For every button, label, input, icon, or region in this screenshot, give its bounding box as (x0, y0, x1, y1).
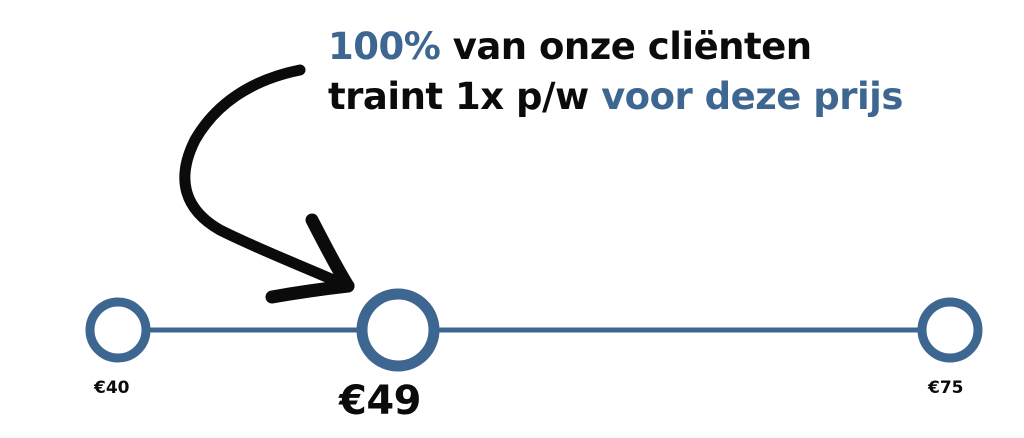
headline: 100% van onze cliënten traint 1x p/w voo… (328, 22, 1008, 122)
headline-percentage: 100% (328, 25, 441, 68)
marker-max (917, 297, 983, 363)
headline-price-emphasis: voor deze prijs (601, 75, 903, 118)
headline-line2-text: traint 1x p/w (328, 75, 602, 118)
price-label-max: €75 (928, 378, 964, 398)
marker-highlight (356, 288, 440, 372)
headline-line1-text: van onze cliënten (440, 25, 812, 68)
price-label-min: €40 (94, 378, 130, 398)
hand-drawn-arrow-icon (179, 64, 355, 304)
marker-min (85, 297, 151, 363)
price-label-highlight: €49 (339, 378, 422, 424)
